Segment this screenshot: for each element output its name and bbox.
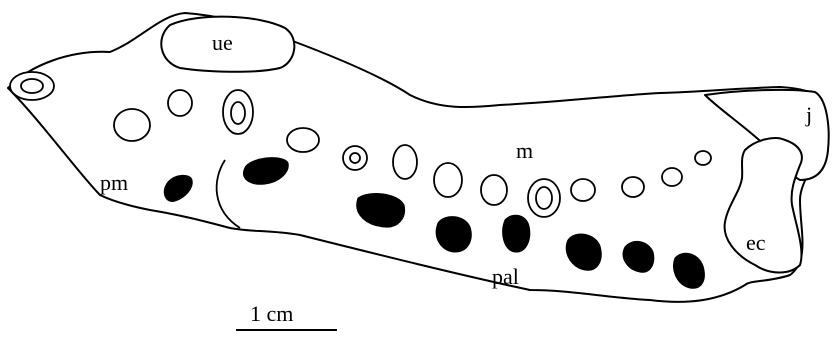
scale-bar-label: 1 cm [250, 301, 293, 326]
alveolus [287, 128, 319, 152]
alveolus [434, 163, 462, 197]
tooth [503, 215, 530, 252]
anterior-tip-inner [21, 79, 43, 93]
label-j: j [805, 102, 812, 127]
alveolus-inner [231, 102, 245, 124]
alveolus [114, 109, 150, 141]
alveolus [393, 145, 417, 179]
alveolus-inner [536, 187, 552, 209]
alveolus [481, 175, 507, 205]
alveolus-inner [350, 153, 360, 163]
label-ue: ue [212, 30, 233, 55]
tooth [436, 217, 471, 252]
label-pm: pm [100, 170, 128, 195]
alveolus [695, 151, 711, 165]
alveolus [168, 90, 192, 116]
alveolus [622, 177, 644, 197]
alveolus [662, 168, 682, 186]
label-ec: ec [746, 230, 766, 255]
label-pal: pal [492, 264, 519, 289]
label-m: m [516, 138, 533, 163]
alveolus [571, 179, 595, 201]
